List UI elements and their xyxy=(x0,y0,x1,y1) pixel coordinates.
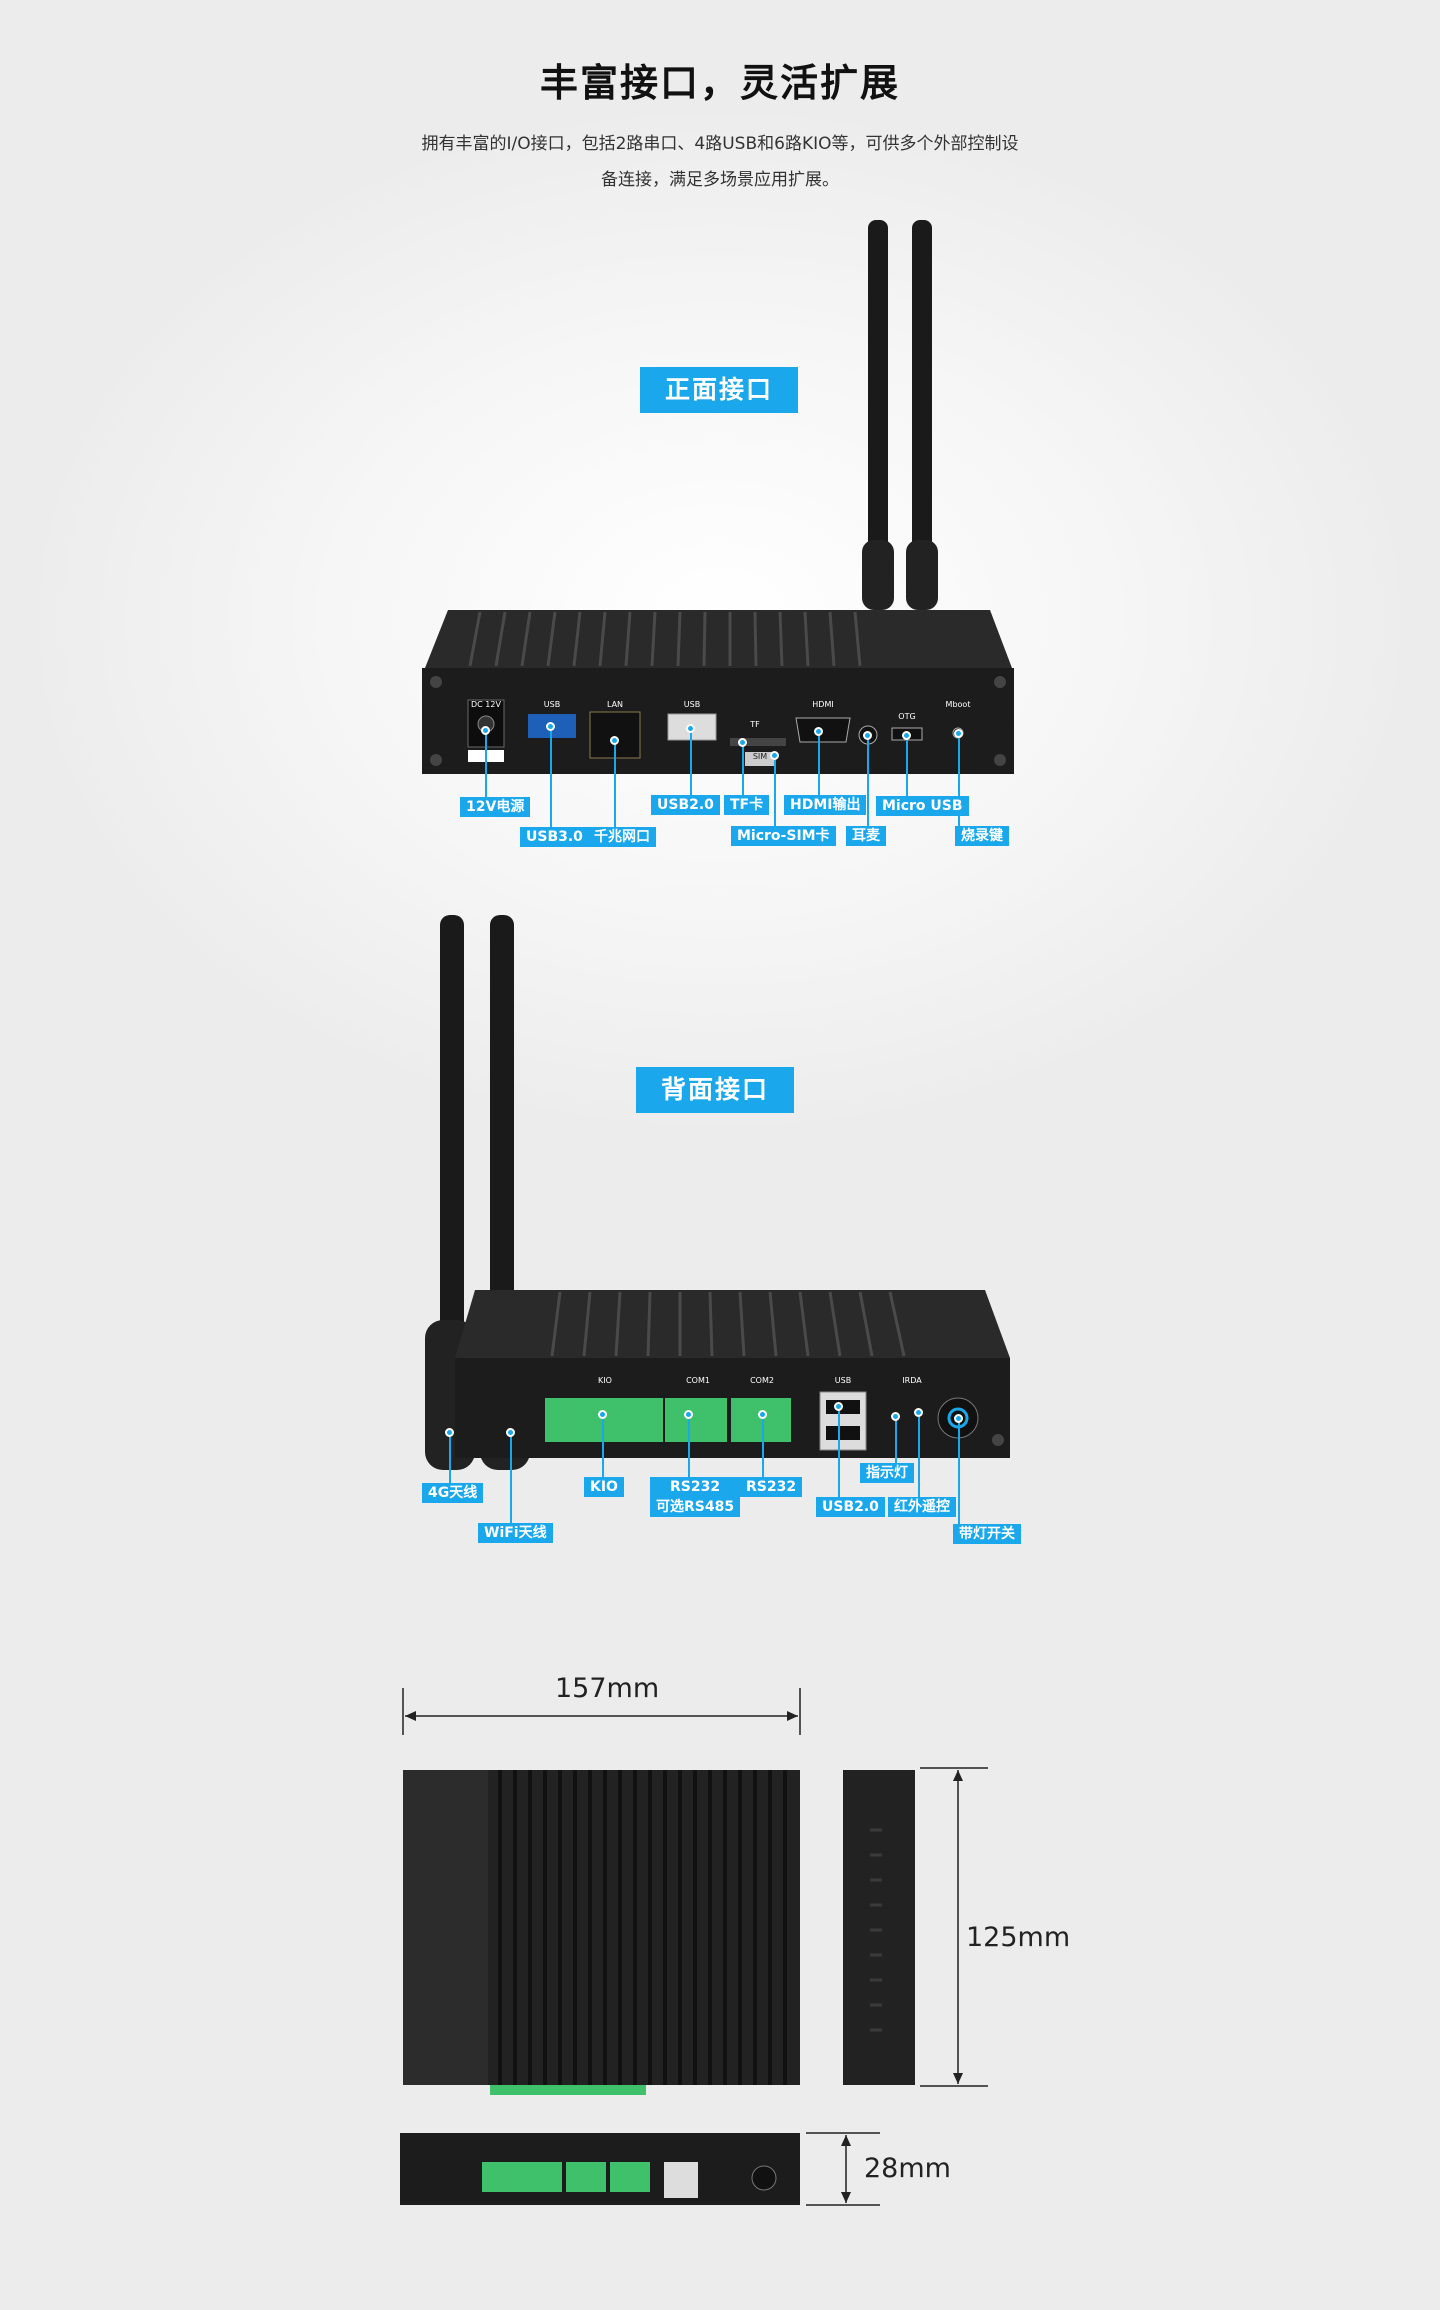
label-12v-power: 12V电源 xyxy=(460,797,531,817)
label-lit-switch: 带灯开关 xyxy=(953,1524,1021,1544)
panel-text-com1: COM1 xyxy=(686,1376,710,1385)
label-usb20-front: USB2.0 xyxy=(651,795,720,815)
callout-dot-wifi xyxy=(506,1428,515,1437)
callout-dot-lan xyxy=(610,736,619,745)
dimension-height: 28mm xyxy=(864,2153,951,2184)
label-micro-sim: Micro-SIM卡 xyxy=(731,826,836,846)
callout-line-usb30 xyxy=(550,730,552,833)
callout-line-4g xyxy=(449,1432,451,1490)
panel-text-tf: TF xyxy=(750,720,760,729)
callout-dot-switch xyxy=(954,1414,963,1423)
label-ir-remote: 红外遥控 xyxy=(888,1497,956,1517)
callout-dot-mic xyxy=(863,731,872,740)
callout-dot-power xyxy=(481,726,490,735)
callout-line-switch xyxy=(958,1418,960,1536)
callout-line-ir xyxy=(918,1412,920,1506)
callout-dot-4g xyxy=(445,1428,454,1437)
callout-line-usb-back xyxy=(838,1406,840,1506)
callout-line-usb20 xyxy=(690,730,692,803)
panel-text-otg: OTG xyxy=(898,712,916,721)
callout-dot-burn xyxy=(954,729,963,738)
callout-line-microusb xyxy=(906,735,908,803)
label-rs232-com2: RS232 xyxy=(740,1477,803,1497)
callout-dot-usb20 xyxy=(686,724,695,733)
panel-text-usb-back: USB xyxy=(834,1376,852,1385)
label-headset: 耳麦 xyxy=(846,826,886,846)
callout-line-burn xyxy=(958,733,960,833)
panel-text-hdmi: HDMI xyxy=(812,700,834,709)
subtitle-line-2: 备连接，满足多场景应用扩展。 xyxy=(601,170,839,190)
side-view xyxy=(843,1770,915,2085)
label-rs232-com1: RS232 xyxy=(670,1479,721,1495)
callout-dot-tf xyxy=(738,738,747,747)
panel-text-com2: COM2 xyxy=(750,1376,774,1385)
callout-dot-hdmi xyxy=(814,727,823,736)
label-kio: KIO xyxy=(584,1477,624,1497)
heatsink-fins xyxy=(468,611,862,667)
callout-dot-com2 xyxy=(758,1410,767,1419)
label-hdmi-out: HDMI输出 xyxy=(784,795,867,815)
panel-text-irda: IRDA xyxy=(902,1376,922,1385)
label-rs232-rs485: RS232 可选RS485 xyxy=(650,1477,741,1517)
panel-text-usb1: USB xyxy=(543,700,561,709)
label-4g-antenna: 4G天线 xyxy=(422,1483,484,1503)
label-usb20-back: USB2.0 xyxy=(816,1497,885,1517)
callout-line-mic xyxy=(867,735,869,833)
antenna-wifi xyxy=(490,915,514,1335)
callout-dot-sim xyxy=(770,751,779,760)
callout-line-led xyxy=(895,1416,897,1470)
panel-text-mboot: Mboot xyxy=(945,700,971,709)
antenna-4g xyxy=(440,915,464,1335)
callout-line-lan xyxy=(614,740,616,833)
label-usb30: USB3.0 xyxy=(520,827,589,847)
label-wifi-antenna: WiFi天线 xyxy=(478,1523,553,1543)
label-optional-rs485: 可选RS485 xyxy=(656,1499,735,1515)
callout-line-sim xyxy=(774,755,776,833)
callout-line-tf xyxy=(742,742,744,803)
page-subtitle: 拥有丰富的I/O接口，包括2路串口、4路USB和6路KIO等，可供多个外部控制设… xyxy=(380,126,1060,198)
callout-dot-microusb xyxy=(902,731,911,740)
callout-dot-usb30 xyxy=(546,722,555,731)
panel-text-sim: SIM xyxy=(752,752,768,761)
callout-line-power xyxy=(485,730,487,803)
front-section-tag: 正面接口 xyxy=(640,367,798,413)
back-section-tag: 背面接口 xyxy=(636,1067,794,1113)
callout-dot-kio xyxy=(598,1410,607,1419)
label-tf-card: TF卡 xyxy=(724,795,770,815)
front-panel xyxy=(422,668,1014,774)
panel-text-lan: LAN xyxy=(606,700,624,709)
callout-dot-com1 xyxy=(684,1410,693,1419)
antenna-2 xyxy=(912,220,932,560)
callout-line-com1 xyxy=(688,1414,690,1482)
callout-dot-ir xyxy=(914,1408,923,1417)
panel-text-kio: KIO xyxy=(598,1376,612,1385)
antenna-1 xyxy=(868,220,888,560)
back-device-image xyxy=(425,915,1010,1470)
callout-line-hdmi xyxy=(818,731,820,803)
panel-text-usb2: USB xyxy=(683,700,701,709)
callout-line-com2 xyxy=(762,1414,764,1482)
dimension-depth: 125mm xyxy=(966,1922,1071,1953)
callout-line-kio xyxy=(602,1414,604,1482)
label-burn-key: 烧录键 xyxy=(955,826,1009,846)
callout-dot-usb-back xyxy=(834,1402,843,1411)
panel-text-dc: DC 12V xyxy=(471,700,501,709)
label-micro-usb: Micro USB xyxy=(876,796,969,816)
dimension-width: 157mm xyxy=(555,1673,660,1704)
label-gigabit-lan: 千兆网口 xyxy=(588,827,656,847)
subtitle-line-1: 拥有丰富的I/O接口，包括2路串口、4路USB和6路KIO等，可供多个外部控制设 xyxy=(421,134,1019,154)
callout-dot-led xyxy=(891,1412,900,1421)
label-indicator-light: 指示灯 xyxy=(860,1463,914,1483)
back-heatsink-fins xyxy=(550,1291,906,1357)
callout-line-wifi xyxy=(510,1432,512,1530)
page-title: 丰富接口，灵活扩展 xyxy=(539,61,900,105)
